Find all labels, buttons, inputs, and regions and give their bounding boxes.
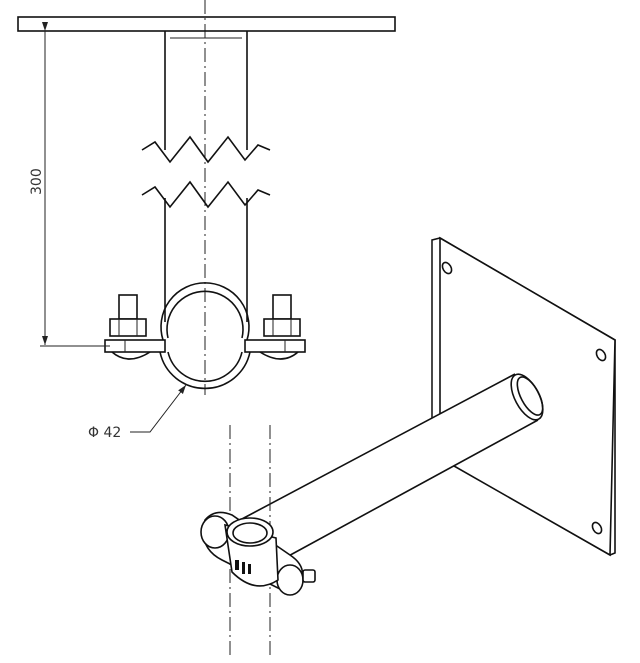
pipe-iso [239,373,544,566]
diameter-dimension: Φ 42 [88,384,187,441]
bolt-left [109,294,147,337]
pipe-side [141,31,271,322]
diameter-dimension-label: Φ 42 [88,425,121,441]
height-dimension-label: 300 [29,168,45,195]
mounting-plate-side [17,16,396,32]
clamp-marking [235,560,251,574]
side-view: 300 Φ 42 [17,0,396,441]
height-dimension: 300 [29,22,110,347]
bolt-right [263,294,301,337]
isometric-view [200,236,616,655]
pipe-clamp-iso [200,511,316,596]
